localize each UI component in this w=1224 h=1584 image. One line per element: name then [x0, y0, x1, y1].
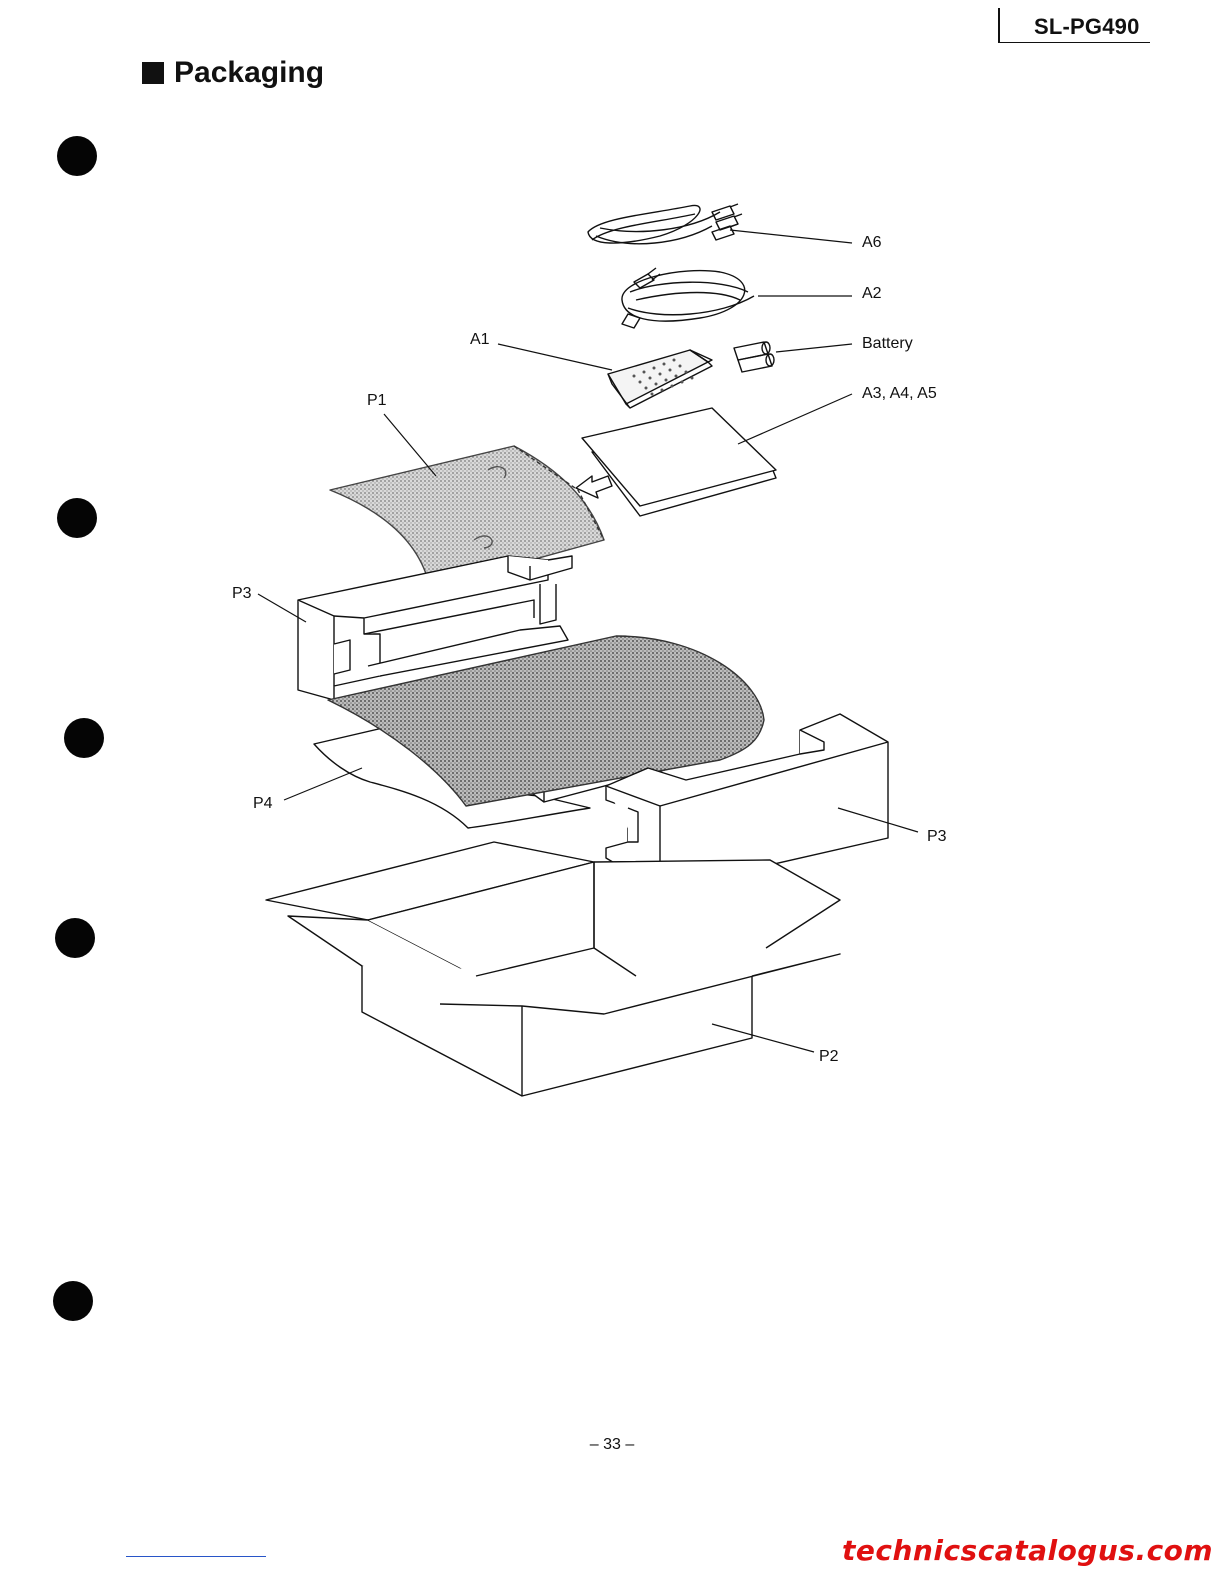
footer-rule [126, 1556, 266, 1557]
page-number: – 33 – [0, 1436, 1224, 1454]
label-a6: A6 [862, 234, 882, 252]
label-p3-left: P3 [232, 585, 252, 603]
label-p2: P2 [819, 1048, 839, 1066]
remote-control-a1 [608, 350, 712, 408]
label-a3-a4-a5: A3, A4, A5 [862, 385, 937, 403]
label-a1: A1 [470, 331, 490, 349]
power-cord-a2 [622, 268, 754, 328]
batteries [734, 342, 774, 372]
carton-box-p2 [266, 842, 840, 1096]
av-cable-a6 [588, 204, 742, 244]
label-p3-right: P3 [927, 828, 947, 846]
documents-a3-a4-a5 [582, 408, 776, 516]
label-battery: Battery [862, 335, 913, 353]
label-p4: P4 [253, 795, 273, 813]
label-p1: P1 [367, 392, 387, 410]
watermark-text: technicscatalogus.com [842, 1534, 1213, 1567]
insert-arrow-icon [576, 476, 612, 498]
label-a2: A2 [862, 285, 882, 303]
